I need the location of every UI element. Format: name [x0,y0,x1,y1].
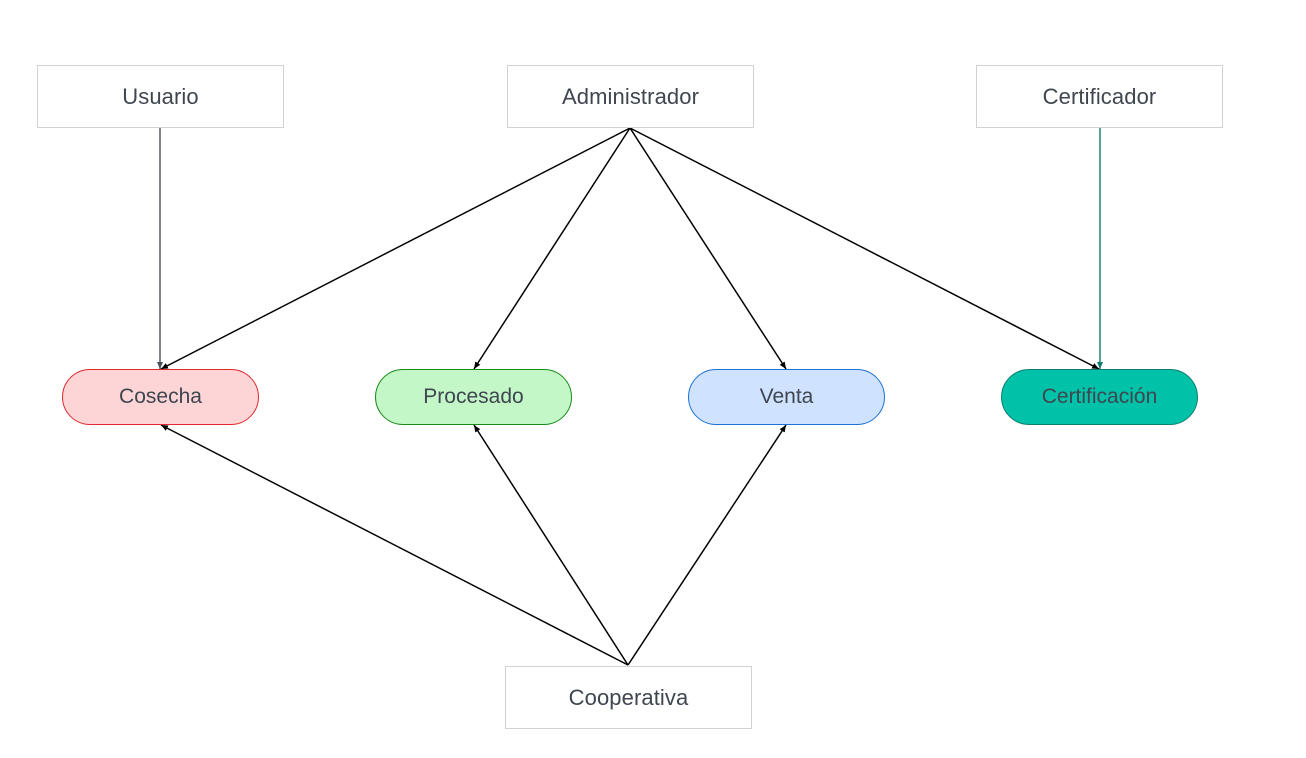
stage-cosecha-label: Cosecha [119,385,202,408]
stage-certificacion[interactable]: Certificación [1001,369,1198,425]
actor-administrador[interactable]: Administrador [507,65,754,128]
stage-cosecha[interactable]: Cosecha [62,369,259,425]
stage-venta[interactable]: Venta [688,369,885,425]
stage-venta-label: Venta [759,385,814,408]
actor-usuario-label: Usuario [122,83,199,109]
edge-administrador-procesado [473,127,631,370]
edge-administrador-cosecha [160,127,631,370]
stage-procesado-label: Procesado [423,385,524,408]
edge-administrador-certificacion [629,127,1100,370]
actor-usuario[interactable]: Usuario [37,65,284,128]
edge-administrador-venta [629,127,787,370]
edge-cooperativa-cosecha [160,424,629,666]
stage-certificacion-label: Certificación [1041,385,1158,408]
actor-cooperativa-label: Cooperativa [568,684,689,710]
edge-cooperativa-venta [627,424,787,666]
actor-cooperativa[interactable]: Cooperativa [505,666,752,729]
actor-certificador[interactable]: Certificador [976,65,1223,128]
actor-administrador-label: Administrador [561,83,700,109]
stage-procesado[interactable]: Procesado [375,369,572,425]
actor-certificador-label: Certificador [1042,83,1157,109]
edge-cooperativa-procesado [473,424,629,666]
